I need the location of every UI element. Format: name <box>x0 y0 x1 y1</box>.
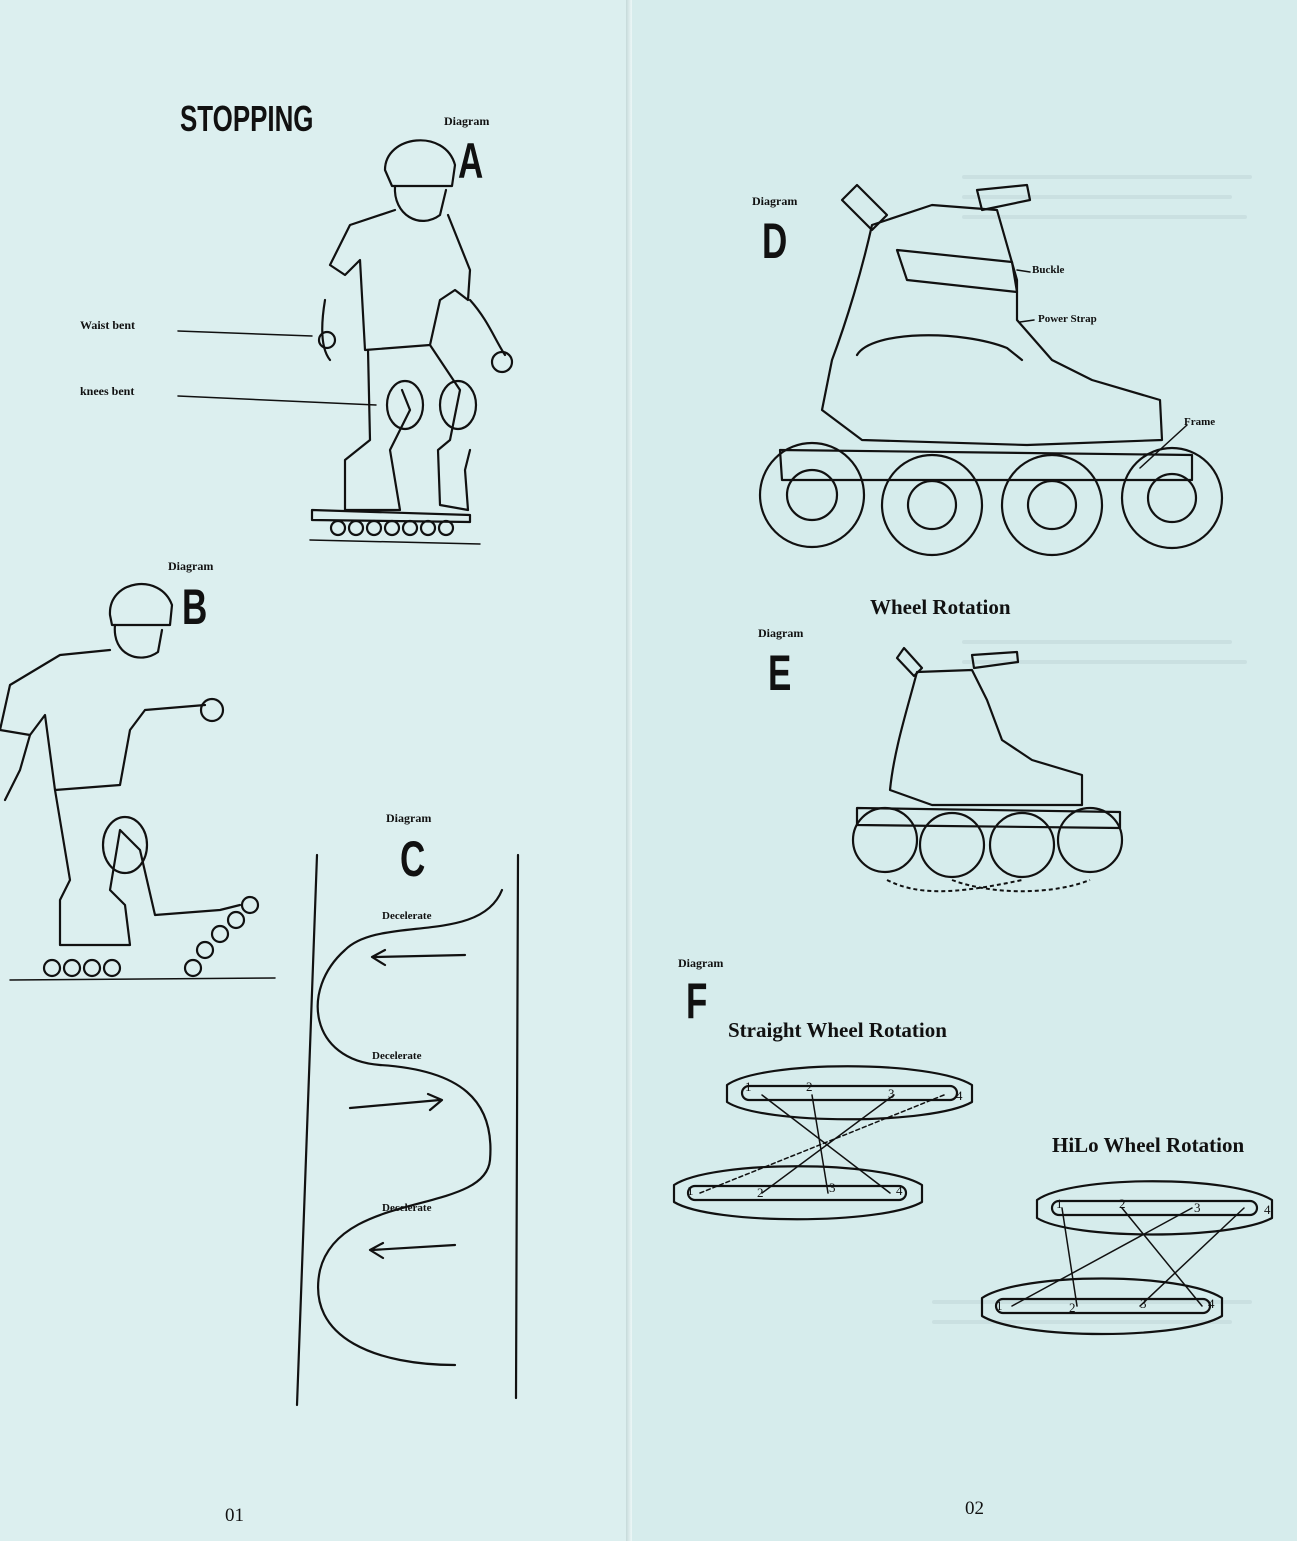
decelerate-label-1: Decelerate <box>382 910 432 922</box>
diagram-d-illustration <box>758 183 1224 557</box>
wheel-number: 2 <box>1069 1300 1076 1315</box>
buckle-label: Buckle <box>1032 264 1065 276</box>
left-page: STOPPING Diagram A Waist bent knees bent… <box>0 0 632 1541</box>
bleed-through-line <box>962 215 1247 219</box>
bleed-through-line <box>962 660 1247 664</box>
diagram-b-letter: B <box>182 579 208 635</box>
decelerate-label-2: Decelerate <box>372 1050 422 1062</box>
wheel-number: 2 <box>757 1185 764 1200</box>
diagram-e-caption: Diagram <box>758 626 804 640</box>
wheel-number: 3 <box>888 1086 895 1101</box>
hilo-wheel-rotation-heading: HiLo Wheel Rotation <box>1052 1133 1245 1157</box>
wheel-number: 4 <box>1208 1296 1215 1311</box>
diagram-d-letter: D <box>762 213 788 269</box>
diagram-b-caption: Diagram <box>168 559 214 573</box>
wheel-number: 1 <box>1056 1196 1063 1211</box>
diagram-e-letter: E <box>768 645 792 701</box>
wheel-number: 1 <box>996 1298 1003 1313</box>
wheel-number: 2 <box>806 1079 813 1094</box>
waist-bent-label: Waist bent <box>80 318 136 332</box>
diagram-a-caption: Diagram <box>444 114 490 128</box>
bleed-through-line <box>962 640 1232 644</box>
knees-bent-label: knees bent <box>80 384 135 398</box>
page-number-left: 01 <box>225 1505 244 1526</box>
wheel-number: 1 <box>687 1183 694 1198</box>
diagram-f-caption: Diagram <box>678 956 724 970</box>
page-title: STOPPING <box>180 98 314 139</box>
wheel-number: 3 <box>829 1180 836 1195</box>
bleed-through-line <box>932 1300 1252 1304</box>
wheel-number: 4 <box>1264 1202 1271 1217</box>
diagram-f-letter: F <box>686 973 708 1029</box>
wheel-number: 3 <box>1194 1200 1201 1215</box>
diagram-b-illustration <box>0 582 276 981</box>
frame-label: Frame <box>1184 416 1216 428</box>
straight-wheel-rotation-heading: Straight Wheel Rotation <box>728 1018 947 1042</box>
wheel-number: 3 <box>1140 1296 1147 1311</box>
wheel-number: 4 <box>896 1183 903 1198</box>
bleed-through-line <box>962 175 1252 179</box>
diagram-c-letter: C <box>400 831 426 887</box>
wheel-number: 1 <box>745 1079 752 1094</box>
power-strap-label: Power Strap <box>1038 313 1097 325</box>
bleed-through-line <box>932 1320 1232 1324</box>
right-page: Diagram D Buckle Power Strap Frame Wheel… <box>632 0 1297 1541</box>
diagram-c-caption: Diagram <box>386 811 432 825</box>
page-number-right: 02 <box>965 1498 984 1519</box>
diagram-d-caption: Diagram <box>752 194 798 208</box>
diagram-a-letter: A <box>458 133 484 189</box>
wheel-rotation-heading: Wheel Rotation <box>870 595 1011 619</box>
diagram-a-illustration <box>177 139 514 545</box>
bleed-through-line <box>962 195 1232 199</box>
diagram-c-illustration <box>295 853 520 1407</box>
wheel-number: 4 <box>956 1088 963 1103</box>
diagram-f-illustration <box>672 1065 1274 1336</box>
diagram-e-illustration <box>851 646 1124 893</box>
wheel-number: 2 <box>1119 1196 1126 1211</box>
